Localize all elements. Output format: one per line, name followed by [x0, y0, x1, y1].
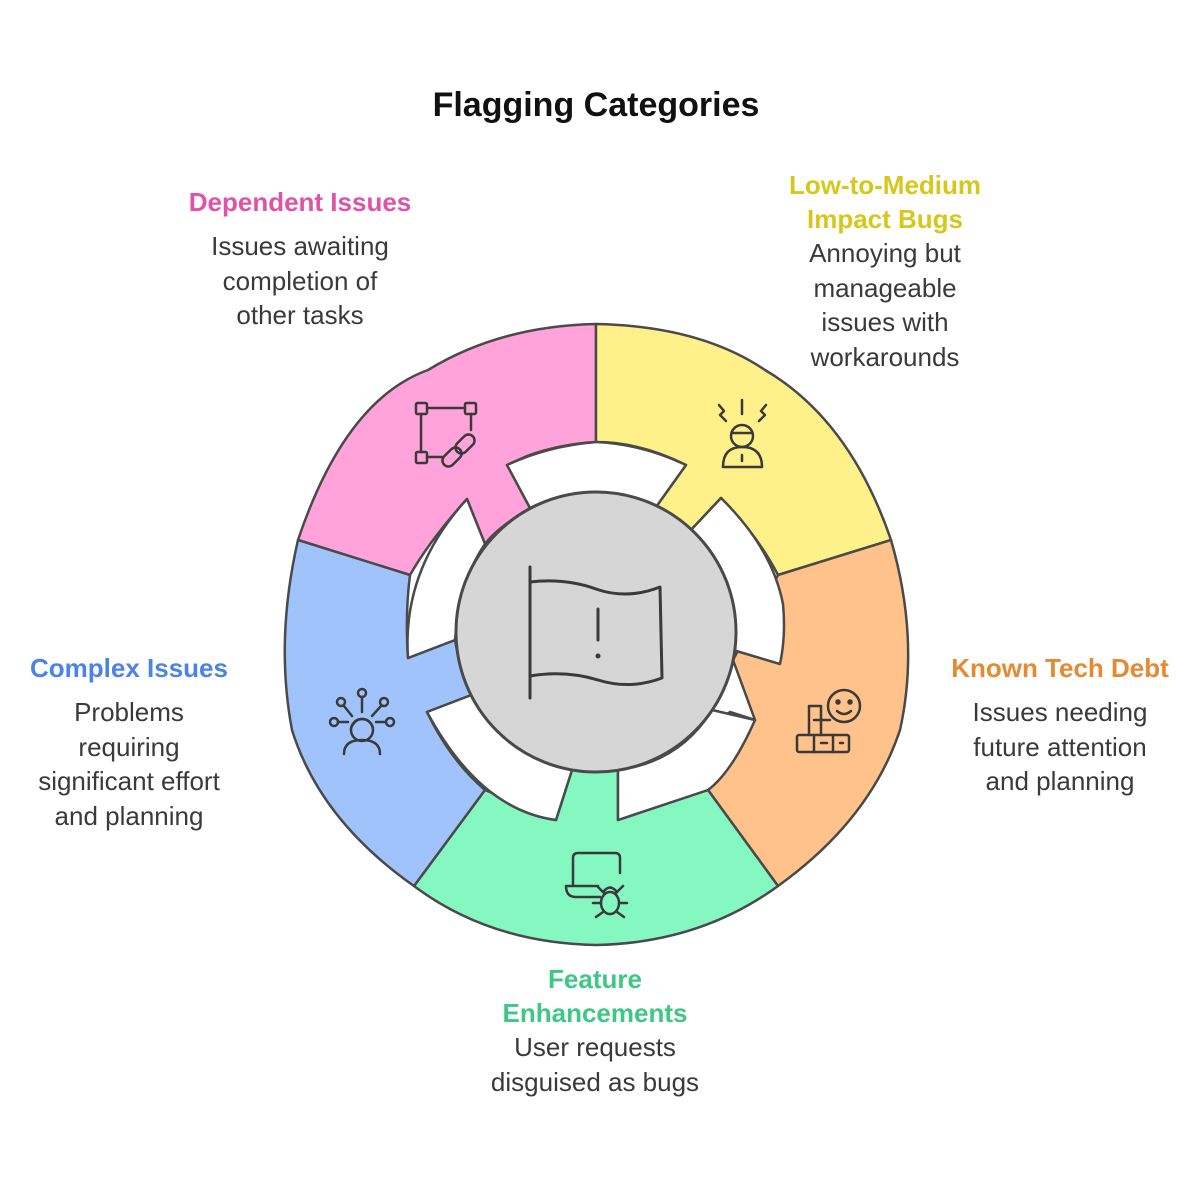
category-known-tech-debt: Known Tech Debt Issues needing future at…: [935, 651, 1185, 799]
category-dependent-issues: Dependent Issues Issues awaiting complet…: [160, 185, 440, 333]
category-description: Issues awaiting completion of other task…: [211, 231, 389, 330]
page-title: Flagging Categories: [432, 86, 760, 124]
center-hub: [454, 490, 738, 774]
category-title: Known Tech Debt: [951, 653, 1169, 683]
category-title: Feature Enhancements: [502, 964, 688, 1028]
link-nodes-icon: [414, 401, 478, 468]
category-description: Problems requiring significant effort an…: [38, 697, 220, 831]
overloaded-person-icon: [328, 687, 396, 756]
category-low-to-medium-impact-bugs: Low-to-Medium Impact Bugs Annoying but m…: [745, 168, 1025, 374]
smiling-building-icon: [795, 688, 862, 754]
category-title: Dependent Issues: [188, 187, 412, 217]
flag-alert-icon: [528, 565, 664, 700]
frustrated-person-icon: [717, 398, 768, 469]
category-feature-enhancements: Feature Enhancements User requests disgu…: [455, 962, 735, 1099]
category-title: Low-to-Medium Impact Bugs: [788, 170, 982, 234]
category-description: User requests disguised as bugs: [490, 1032, 700, 1097]
category-title: Complex Issues: [30, 653, 228, 683]
laptop-bug-icon: [564, 851, 629, 919]
category-description: Issues needing future attention and plan…: [972, 697, 1148, 796]
category-complex-issues: Complex Issues Problems requiring signif…: [0, 651, 258, 833]
category-description: Annoying but manageable issues with work…: [809, 238, 961, 372]
